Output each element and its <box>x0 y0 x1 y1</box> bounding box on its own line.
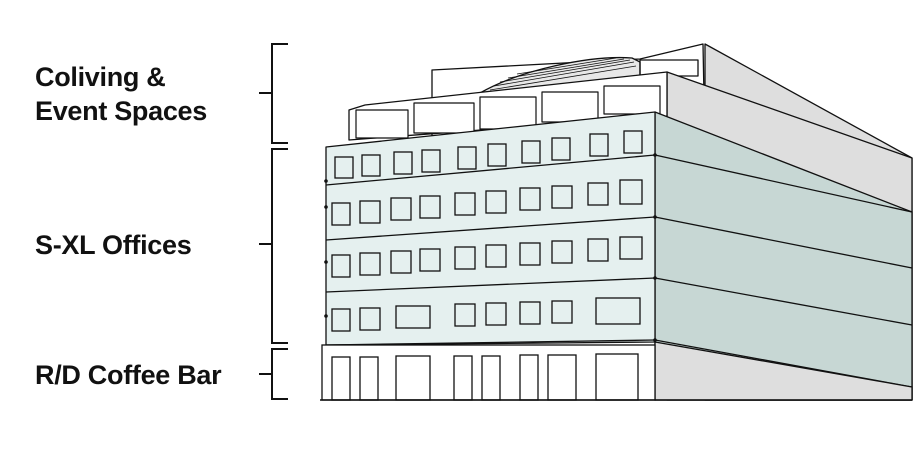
facade-node-dots <box>324 153 657 342</box>
label-coliving-line1: Coliving & <box>35 62 166 92</box>
bracket-coffee-bar <box>259 348 288 400</box>
label-coliving-line2: Event Spaces <box>35 96 207 126</box>
office-windows <box>331 130 643 332</box>
bracket-offices <box>259 148 288 344</box>
label-coliving-event-spaces: Coliving & Event Spaces <box>35 60 207 128</box>
label-offices: S-XL Offices <box>35 230 192 260</box>
office-levels <box>325 111 913 401</box>
ground-front <box>321 344 656 401</box>
bracket-coliving <box>259 43 288 144</box>
ground-floor <box>320 341 913 401</box>
label-coffee-bar: R/D Coffee Bar <box>35 360 222 390</box>
